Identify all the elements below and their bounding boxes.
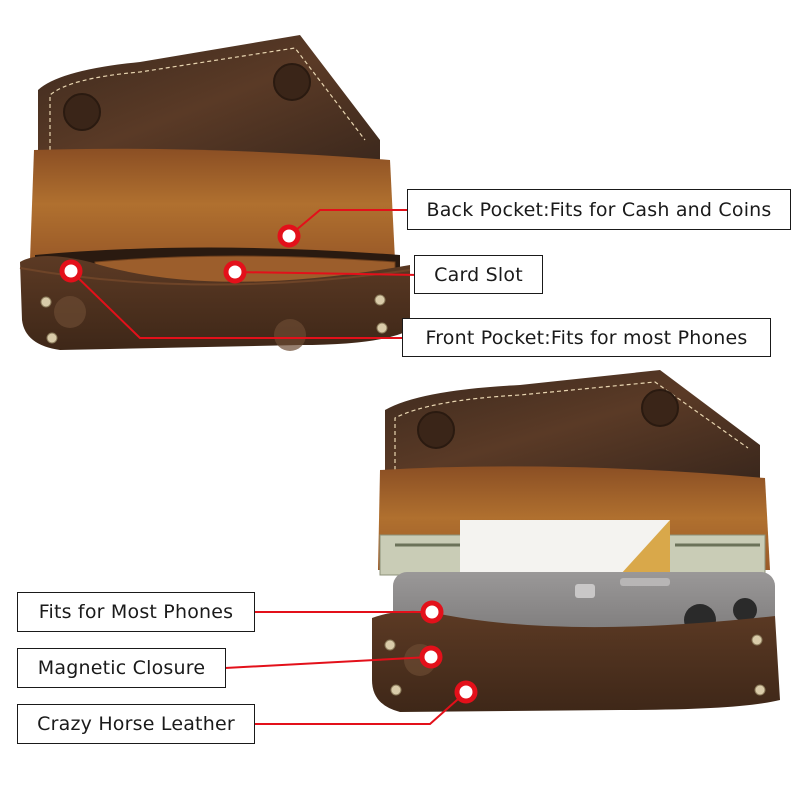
callout-dot-icon <box>59 259 83 283</box>
top-pouch <box>19 35 411 351</box>
callout-dot-icon <box>420 600 444 624</box>
callout-dot-icon <box>419 645 443 669</box>
top-suede-back <box>30 148 395 260</box>
flap-snap-right <box>273 63 311 101</box>
phones-label: Fits for Most Phones <box>17 592 255 632</box>
flap-snap-left <box>63 93 101 131</box>
top-front-body <box>20 256 410 350</box>
magnetic-label: Magnetic Closure <box>17 648 226 688</box>
bottom-pouch <box>372 370 780 712</box>
callout-dot-icon <box>277 224 301 248</box>
leader-lines <box>70 209 467 725</box>
front-pocket-label: Front Pocket:Fits for most Phones <box>402 318 771 357</box>
back-pocket-label: Back Pocket:Fits for Cash and Coins <box>407 189 791 230</box>
leather-label: Crazy Horse Leather <box>17 704 255 744</box>
card-slot-label: Card Slot <box>414 255 543 294</box>
callout-dot-icon <box>454 680 478 704</box>
callout-dot-icon <box>223 260 247 284</box>
callout-dots <box>59 224 478 704</box>
